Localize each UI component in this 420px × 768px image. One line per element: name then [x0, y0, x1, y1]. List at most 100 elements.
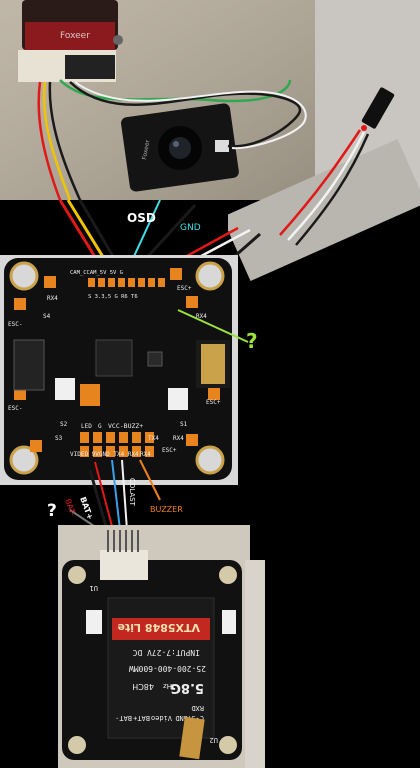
fc-bottom-pad	[132, 446, 141, 457]
fc-label-s3: S3	[55, 435, 63, 442]
camera-lens-glare	[173, 141, 179, 147]
wire-red-camera	[37, 81, 62, 201]
vtx-hole-bl	[68, 736, 86, 754]
fc-top-pads-label-2: S 3.3,5 G R6 T6	[88, 294, 138, 300]
wire-yellow-camera	[42, 81, 72, 201]
label-gnd: GND	[180, 223, 201, 233]
vtx-input: INPUT:7-27V DC	[132, 648, 200, 657]
vtx-connector-wires	[107, 530, 139, 552]
vtx-photo: C-SY GND Video BAT+ BAT- RXD 5.8G Hz 48C…	[58, 525, 265, 768]
fc-top-pad	[158, 278, 165, 287]
vtx-jst-connector	[100, 550, 148, 580]
fc-green-pointer-line	[177, 309, 249, 343]
fc-top-pad	[98, 278, 105, 287]
camera-board-connector	[215, 140, 229, 152]
fc-bottom-pad	[80, 446, 89, 457]
fc-hole-tr	[195, 261, 225, 291]
wire-black-table	[69, 81, 302, 148]
fc-pad-center	[80, 384, 100, 406]
fc-pad-esc-tr	[170, 268, 182, 280]
fc-label-s1: S1	[180, 421, 188, 428]
fc-hole-bl	[9, 445, 39, 475]
wire-red-receiver	[279, 129, 362, 236]
receiver-led	[361, 125, 367, 131]
vtx-pin-1: C-SY	[186, 714, 204, 722]
vtx-hole-br	[219, 736, 237, 754]
fc-pad-esc-br	[186, 434, 198, 446]
vtx-power: 25-200-400-600MW	[129, 664, 206, 673]
fc-bottom-pad	[106, 432, 115, 443]
line-buzzer	[139, 459, 161, 501]
fc-white-chip-right	[168, 388, 188, 410]
fc-label-esc-right-2: ESC+	[206, 399, 221, 406]
fc-top-pads	[88, 278, 165, 287]
fc-top-pad	[128, 278, 135, 287]
label-vtx-lead: CDLAST	[128, 478, 136, 507]
vtx-band: 5.8G	[170, 680, 204, 695]
fc-osd-chip	[13, 339, 45, 391]
fc-bottom-pad	[106, 446, 115, 457]
camera-red-body	[25, 22, 115, 50]
fc-label-rx4-bottom: RX4	[140, 451, 151, 458]
fc-pad-esc-tr2	[186, 296, 198, 308]
fc-label-esc-right-1: ESC+	[177, 285, 192, 292]
fc-bottom-pad	[93, 446, 102, 457]
fc-bottom-pad	[145, 446, 154, 457]
vtx-white-chip-left	[86, 610, 102, 634]
wire-white-receiver	[287, 131, 366, 241]
line-cyan-gnd	[129, 199, 161, 266]
fc-bottom-pads	[80, 432, 154, 457]
vtx-channels: 48CH	[132, 682, 154, 691]
vtx-pin-6: RXD	[191, 704, 204, 712]
vtx-model-banner	[112, 618, 210, 640]
fc-label-esc-bottom: ESC+	[162, 447, 177, 454]
fc-top-pad	[108, 278, 115, 287]
vtx-model: VTX5848 Lite	[118, 621, 200, 634]
vtx-white-chip-right	[222, 610, 236, 634]
fc-label-esc-left-1: ESC-	[8, 321, 22, 328]
vtx-annotation-lines	[69, 459, 161, 531]
line-black	[78, 199, 120, 266]
fc-pad-esc-r2	[208, 388, 220, 400]
vtx-label-u1: U1	[90, 584, 98, 592]
fc-label-rx4-right: RX4	[196, 313, 207, 320]
fc-bottom-pad	[145, 432, 154, 443]
fc-pad-esc-bl	[30, 440, 42, 452]
line-white-vtx	[121, 459, 128, 531]
vtx-pin-5: BAT-	[115, 714, 132, 722]
line-yellow	[66, 199, 110, 266]
camera-screw	[113, 35, 123, 45]
receiver-photo	[222, 0, 420, 282]
camera-photo: Foxeer Foxeer	[0, 0, 315, 201]
wire-black-receiver	[295, 133, 370, 246]
label-buzzer: BUZZER	[150, 505, 183, 514]
label-osd: OSD	[127, 211, 156, 225]
fc-top-pad	[88, 278, 95, 287]
fc-label-s4: S4	[43, 313, 51, 320]
fc-top-pad	[118, 278, 125, 287]
camera-brand: Foxeer	[60, 31, 90, 41]
fc-hole-br	[195, 445, 225, 475]
fc-top-pads-label: CAM_CCAM_5V 5V G	[70, 270, 123, 276]
vtx-shield-text: C-SY GND Video BAT+ BAT- RXD 5.8G Hz 48C…	[112, 618, 210, 722]
vtx-band-unit: Hz	[163, 682, 172, 690]
vtx-pin-2: GND	[175, 714, 188, 722]
label-question-fc: ?	[246, 329, 258, 353]
fc-label-s2: S2	[60, 421, 68, 428]
wire-black-camera	[48, 81, 82, 201]
fc-label-esc-left-2: ESC-	[8, 405, 22, 412]
fc-label-vcc-buzz: VCC-BUZZ+	[108, 422, 143, 430]
flight-controller-photo: CAM_CCAM_5V 5V G S 3.3,5 G R6 T6 RX4 S4 …	[0, 255, 249, 485]
line-bat-plus	[94, 461, 114, 531]
label-question-vtx: ?	[47, 501, 57, 521]
fc-label-rx4-left: RX4	[47, 295, 58, 302]
fc-label-bottom-row: VIDEO 9VGND TX4 RX4	[70, 451, 139, 458]
fc-label-tx4: TX4	[148, 435, 159, 442]
vtx-hole-tl	[68, 566, 86, 584]
fc-label-g-led: G	[98, 423, 102, 430]
fc-pad-esc-l2	[14, 388, 26, 400]
wire-white-table	[74, 81, 307, 150]
fc-bottom-pad	[119, 446, 128, 457]
fc-mcu	[95, 339, 133, 377]
